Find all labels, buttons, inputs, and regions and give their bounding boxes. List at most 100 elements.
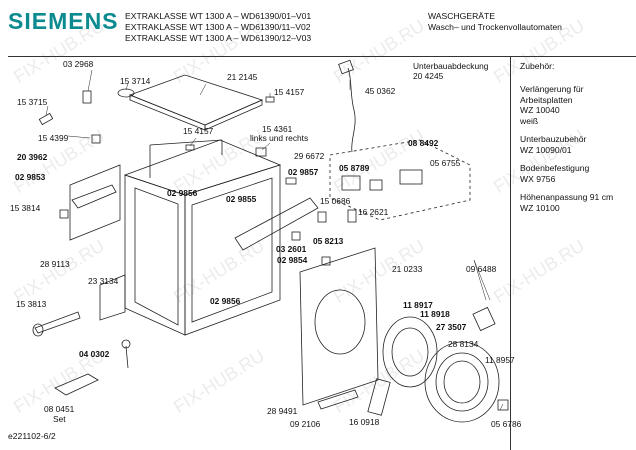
accessory-item: Unterbauzubehör WZ 10090/01: [520, 134, 632, 155]
part-number: 15 4157: [274, 87, 305, 97]
accessory-item: Höhenanpassung 91 cm WZ 10100: [520, 192, 632, 213]
model-line: EXTRAKLASSE WT 1300 A – WD61390/11–V02: [125, 22, 311, 32]
part-number: 02 9853: [15, 172, 46, 182]
part-number: 21 2145: [227, 72, 258, 82]
accessory-line: Unterbauzubehör: [520, 134, 587, 144]
part-number: 45 0362: [365, 86, 396, 96]
brand-logo: SIEMENS: [8, 8, 119, 34]
door-glass: [435, 352, 489, 412]
accessory-line: WZ 10040: [520, 105, 560, 115]
small-part: [321, 256, 331, 266]
cabinet-front: [124, 174, 186, 336]
part-number: 28 9113: [40, 259, 70, 269]
screw: [125, 345, 129, 369]
part-number: 11 8957: [485, 355, 515, 365]
door-seal: [382, 316, 438, 388]
cabinet-brace: [149, 139, 223, 146]
part-number: 27 3507: [436, 322, 467, 332]
model-list: EXTRAKLASSE WT 1300 A – WD61390/01–V01 E…: [125, 11, 311, 44]
accessory-line: Verlängerung für: [520, 84, 584, 94]
door-glass-inner: [443, 360, 481, 404]
cabinet-front-opening: [134, 187, 179, 326]
part-number: 03 2968: [63, 59, 94, 69]
small-part: [117, 88, 135, 98]
front-panel: [299, 247, 379, 406]
terminal-block: [399, 169, 423, 185]
leader-lines: [45, 69, 504, 411]
header-divider: [8, 56, 636, 57]
control-knob: [291, 231, 301, 241]
category-heading: WASCHGERÄTE Wasch– und Trockenvollautoma…: [428, 11, 562, 33]
relay-block: [341, 175, 361, 191]
small-part: [185, 144, 195, 151]
door-hinge: [472, 306, 496, 332]
part-number: 29 6672: [294, 151, 325, 161]
front-panel-opening: [314, 289, 366, 355]
control-panel: [234, 197, 319, 251]
part-number: 09 6488: [466, 264, 497, 274]
part-note: links und rechts: [250, 133, 309, 143]
small-part: [91, 134, 101, 144]
door-hinge-bolt: [497, 399, 509, 411]
left-bracket: [71, 184, 117, 209]
part-note: Set: [53, 414, 66, 424]
accessory-line: Arbeitsplatten: [520, 94, 573, 105]
accessory-line: WZ 10090/01: [520, 144, 572, 155]
accessories-panel: [510, 57, 636, 450]
part-number: 02 9856: [210, 296, 241, 306]
power-plug: [338, 59, 354, 75]
accessory-line: WZ 10100: [520, 202, 560, 213]
part-note: Unterbauabdeckung: [413, 61, 489, 71]
accessory-item: Bodenbefestigung WX 9756: [520, 163, 632, 184]
door-handle: [317, 389, 359, 410]
part-number: 20 4245: [413, 71, 444, 81]
screw-head: [121, 339, 131, 349]
small-part: [59, 209, 69, 219]
part-number: 15 4399: [38, 133, 69, 143]
part-number: 15 3714: [120, 76, 151, 86]
part-number: 02 9854: [277, 255, 308, 265]
part-number: 15 4361: [262, 124, 293, 134]
part-number: 05 8789: [339, 163, 370, 173]
part-number: 15 0686: [320, 196, 351, 206]
part-number: 05 6755: [430, 158, 461, 168]
small-part: [347, 209, 357, 223]
wrench-tool: [34, 311, 81, 334]
small-part: [38, 112, 54, 126]
door-lock: [367, 378, 391, 416]
top-cover-edge: [129, 94, 206, 131]
model-line: EXTRAKLASSE WT 1300 A – WD61390/01–V01: [125, 11, 312, 21]
base-frame: [99, 274, 126, 321]
part-number: 05 8213: [313, 236, 344, 246]
part-number: 15 3814: [10, 203, 41, 213]
part-number: 16 2621: [358, 207, 389, 217]
part-number: 04 0302: [79, 349, 110, 359]
part-number: 02 9856: [167, 188, 198, 198]
part-number: 23 3134: [88, 276, 119, 286]
top-cover-side: [204, 99, 263, 131]
accessories-list: Verlängerung für Arbeitsplatten WZ 10040…: [520, 84, 632, 221]
cabinet-side: [184, 164, 281, 336]
door-frame: [424, 341, 500, 423]
part-number: 11 8917: [403, 300, 433, 310]
part-number: 08 0451: [44, 404, 75, 414]
part-number: 21 0233: [392, 264, 423, 274]
part-number: 28 8134: [448, 339, 479, 349]
model-line: EXTRAKLASSE WT 1300 A – WD61390/12–V03: [125, 33, 312, 43]
part-number: 15 3813: [16, 299, 47, 309]
accessory-line: Bodenbefestigung: [520, 163, 590, 173]
part-number: 20 3962: [17, 152, 48, 162]
part-number: 16 0918: [349, 417, 380, 427]
small-part: [255, 147, 267, 157]
power-cord: [347, 67, 356, 153]
part-number: 08 8492: [408, 138, 439, 148]
accessory-line: weiß: [520, 115, 539, 126]
accessory-line: Höhenanpassung 91 cm: [520, 192, 614, 202]
electronics-group: [329, 139, 471, 221]
drawing-id: e221102-6/2: [8, 431, 56, 441]
wrench-head: [32, 323, 44, 337]
small-part: [82, 90, 92, 104]
part-number: 15 3715: [17, 97, 48, 107]
